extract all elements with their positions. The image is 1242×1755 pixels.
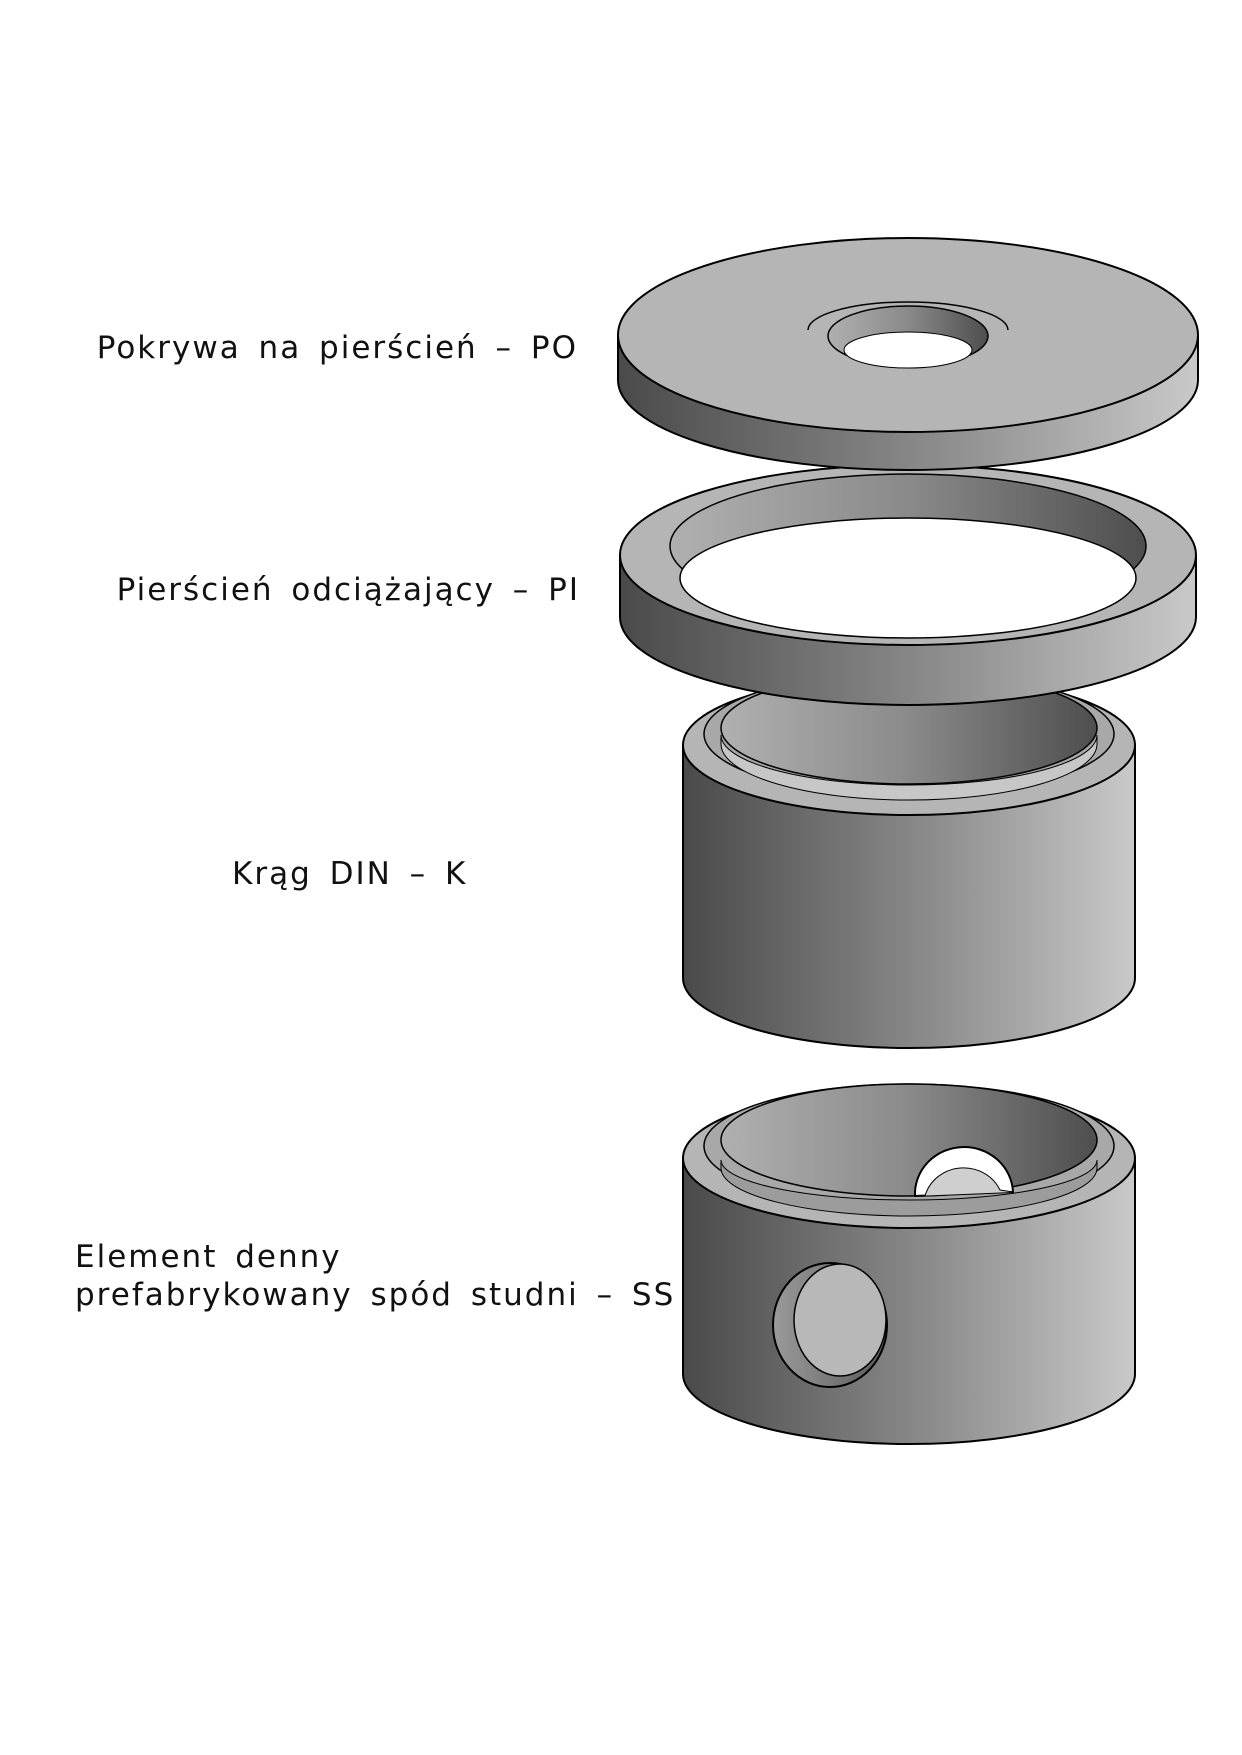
label-cover: Pokrywa na pierścień – PO bbox=[97, 330, 578, 366]
base-element-back-pipe-rim bbox=[915, 1167, 1014, 1197]
base-element-front-pipe-hole-face bbox=[793, 1263, 887, 1377]
din-ring-inner-edge bbox=[720, 734, 1098, 801]
base-element bbox=[682, 1083, 1136, 1445]
cover-slab-hole bbox=[843, 331, 973, 369]
base-element-opening bbox=[720, 1083, 1098, 1197]
label-din-ring: Krąg DIN – K bbox=[232, 856, 467, 892]
relief-ring-opening bbox=[679, 517, 1137, 639]
label-relief-ring: Pierścień odciążający – PI bbox=[117, 572, 580, 608]
cover-slab-collar bbox=[807, 301, 1009, 331]
din-ring bbox=[682, 671, 1136, 1049]
base-element-inner-floor bbox=[720, 1159, 1098, 1217]
label-base-line2: prefabrykowany spód studni – SS bbox=[75, 1277, 675, 1313]
cover-slab bbox=[617, 237, 1199, 471]
label-base-line1: Element denny bbox=[75, 1239, 342, 1275]
relief-ring bbox=[619, 464, 1197, 706]
din-ring-side bbox=[682, 744, 1136, 1049]
